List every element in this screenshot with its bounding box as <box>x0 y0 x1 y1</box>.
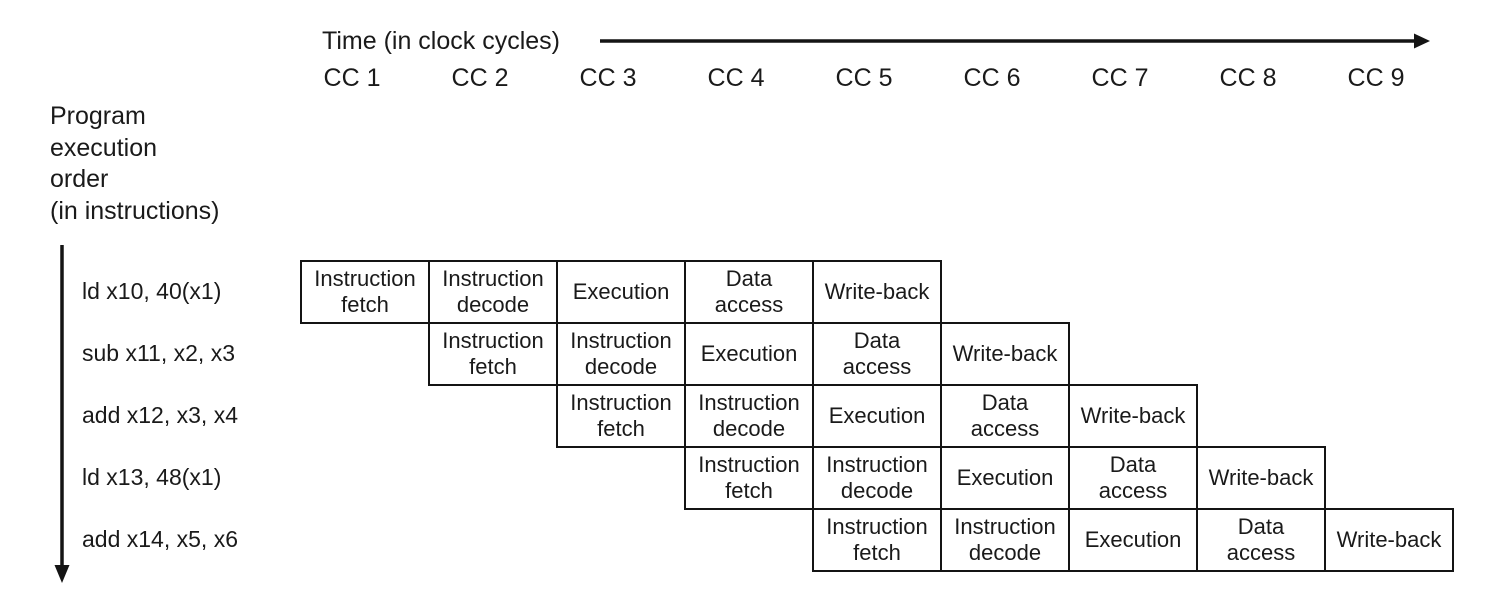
pipeline-stage-label: Instruction fetch <box>442 328 544 379</box>
clock-cycle-label-4: CC 4 <box>707 64 765 92</box>
instruction-label: sub x11, x2, x3 <box>82 340 235 366</box>
pipeline-stage-cell: Instruction decode <box>812 446 942 510</box>
pipeline-stage-cell: Instruction fetch <box>556 384 686 448</box>
clock-cycle-label-3: CC 3 <box>579 64 637 92</box>
pipeline-stage-label: Instruction decode <box>698 390 800 441</box>
clock-cycle-label-1: CC 1 <box>323 64 381 92</box>
program-order-label: Program execution order (in instructions… <box>50 102 220 225</box>
pipeline-stage-cell: Instruction fetch <box>812 508 942 572</box>
pipeline-stage-cell: Data access <box>684 260 814 324</box>
pipeline-stage-cell: Data access <box>940 384 1070 448</box>
pipeline-stage-label: Instruction fetch <box>826 514 928 565</box>
pipeline-stage-cell: Execution <box>684 322 814 386</box>
pipeline-stage-label: Execution <box>1084 527 1182 552</box>
instruction-label: ld x13, 48(x1) <box>82 464 222 490</box>
pipeline-stage-cell: Data access <box>812 322 942 386</box>
pipeline-stage-label: Write-back <box>1080 403 1186 428</box>
pipeline-stage-label: Instruction fetch <box>698 452 800 503</box>
pipeline-stage-cell: Execution <box>1068 508 1198 572</box>
pipeline-stage-label: Instruction decode <box>826 452 928 503</box>
pipeline-stage-cell: Instruction decode <box>684 384 814 448</box>
time-axis-label: Time (in clock cycles) <box>322 27 560 55</box>
pipeline-stage-cell: Execution <box>556 260 686 324</box>
pipeline-stage-cell: Write-back <box>940 322 1070 386</box>
pipeline-stage-label: Data access <box>1098 452 1168 503</box>
pipeline-stage-label: Instruction fetch <box>570 390 672 441</box>
pipeline-stage-cell: Data access <box>1196 508 1326 572</box>
instruction-label: add x12, x3, x4 <box>82 402 238 428</box>
pipeline-stage-label: Execution <box>828 403 926 428</box>
pipeline-stage-cell: Instruction decode <box>556 322 686 386</box>
pipeline-stage-cell: Instruction decode <box>428 260 558 324</box>
pipeline-stage-cell: Write-back <box>812 260 942 324</box>
pipeline-stage-cell: Instruction fetch <box>684 446 814 510</box>
pipeline-stage-cell: Write-back <box>1196 446 1326 510</box>
clock-cycle-label-5: CC 5 <box>835 64 893 92</box>
pipeline-stage-label: Data access <box>842 328 912 379</box>
clock-cycle-label-7: CC 7 <box>1091 64 1149 92</box>
pipeline-stage-label: Instruction fetch <box>314 266 416 317</box>
pipeline-stage-label: Execution <box>956 465 1054 490</box>
instruction-label: ld x10, 40(x1) <box>82 278 222 304</box>
pipeline-stage-label: Data access <box>714 266 784 317</box>
pipeline-stage-cell: Data access <box>1068 446 1198 510</box>
pipeline-stage-label: Write-back <box>1208 465 1314 490</box>
pipeline-stage-label: Execution <box>572 279 670 304</box>
pipeline-stage-cell: Write-back <box>1068 384 1198 448</box>
pipeline-stage-label: Instruction decode <box>954 514 1056 565</box>
down-arrow-icon <box>48 243 78 593</box>
pipeline-stage-label: Write-back <box>824 279 930 304</box>
pipeline-stage-cell: Instruction fetch <box>428 322 558 386</box>
clock-cycle-label-6: CC 6 <box>963 64 1021 92</box>
pipeline-stage-label: Write-back <box>1336 527 1442 552</box>
pipeline-stage-label: Instruction decode <box>570 328 672 379</box>
clock-cycle-label-8: CC 8 <box>1219 64 1277 92</box>
pipeline-stage-label: Data access <box>970 390 1040 441</box>
right-arrow-icon <box>598 26 1438 61</box>
pipeline-stage-label: Instruction decode <box>442 266 544 317</box>
pipeline-stage-cell: Write-back <box>1324 508 1454 572</box>
pipeline-stage-label: Execution <box>700 341 798 366</box>
pipeline-stage-label: Data access <box>1226 514 1296 565</box>
clock-cycle-label-2: CC 2 <box>451 64 509 92</box>
pipeline-stage-cell: Instruction fetch <box>300 260 430 324</box>
pipeline-stage-label: Write-back <box>952 341 1058 366</box>
clock-cycle-label-9: CC 9 <box>1347 64 1405 92</box>
pipeline-stage-cell: Execution <box>812 384 942 448</box>
pipeline-stage-cell: Instruction decode <box>940 508 1070 572</box>
pipeline-stage-cell: Execution <box>940 446 1070 510</box>
instruction-label: add x14, x5, x6 <box>82 526 238 552</box>
